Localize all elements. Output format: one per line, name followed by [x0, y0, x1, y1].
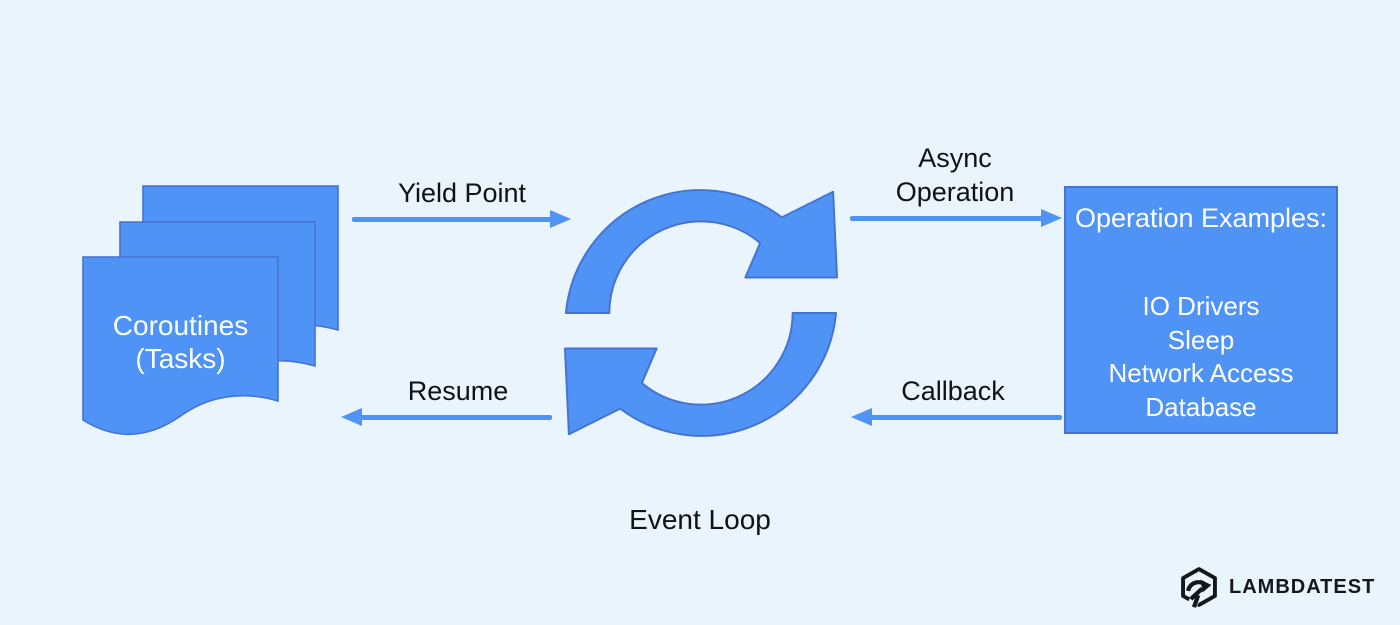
operation-item: IO Drivers	[1142, 291, 1260, 321]
yield-point-arrow	[352, 210, 571, 229]
operation-item: Database	[1145, 391, 1257, 422]
coroutines-label-line1: Coroutines	[112, 310, 249, 341]
coroutines-label: Coroutines (Tasks)	[83, 309, 278, 375]
lambdatest-logo-text: LAMBDATEST	[1229, 575, 1376, 598]
async-operation-label: Async Operation	[895, 143, 1015, 207]
resume-arrow	[341, 408, 552, 427]
async-operation-arrow	[850, 209, 1062, 228]
document-shape-front	[82, 256, 279, 436]
operation-item: Sleep	[1167, 324, 1235, 355]
yield-point-label: Yield Point	[397, 178, 527, 208]
resume-label: Resume	[407, 376, 509, 406]
event-loop-cycle-icon	[563, 189, 839, 437]
callback-label: Callback	[901, 376, 1005, 406]
cycle-arrow-top	[564, 189, 839, 314]
operation-item: Network Access	[1108, 358, 1294, 388]
coroutines-label-line2: (Tasks)	[135, 343, 226, 374]
callback-arrow	[851, 408, 1062, 427]
operation-examples-title: Operation Examples:	[1074, 203, 1328, 233]
event-loop-caption: Event Loop	[629, 504, 771, 535]
operation-examples-list: IO Drivers Sleep Network Access Database	[1066, 290, 1336, 424]
coroutines-stack-icon	[82, 185, 339, 436]
cycle-arrow-bottom	[563, 312, 838, 437]
operation-examples-box: Operation Examples: IO Drivers Sleep Net…	[1064, 186, 1338, 434]
lambdatest-logo: LAMBDATEST	[1178, 566, 1375, 608]
lambdatest-hexagon-icon	[1181, 567, 1217, 608]
